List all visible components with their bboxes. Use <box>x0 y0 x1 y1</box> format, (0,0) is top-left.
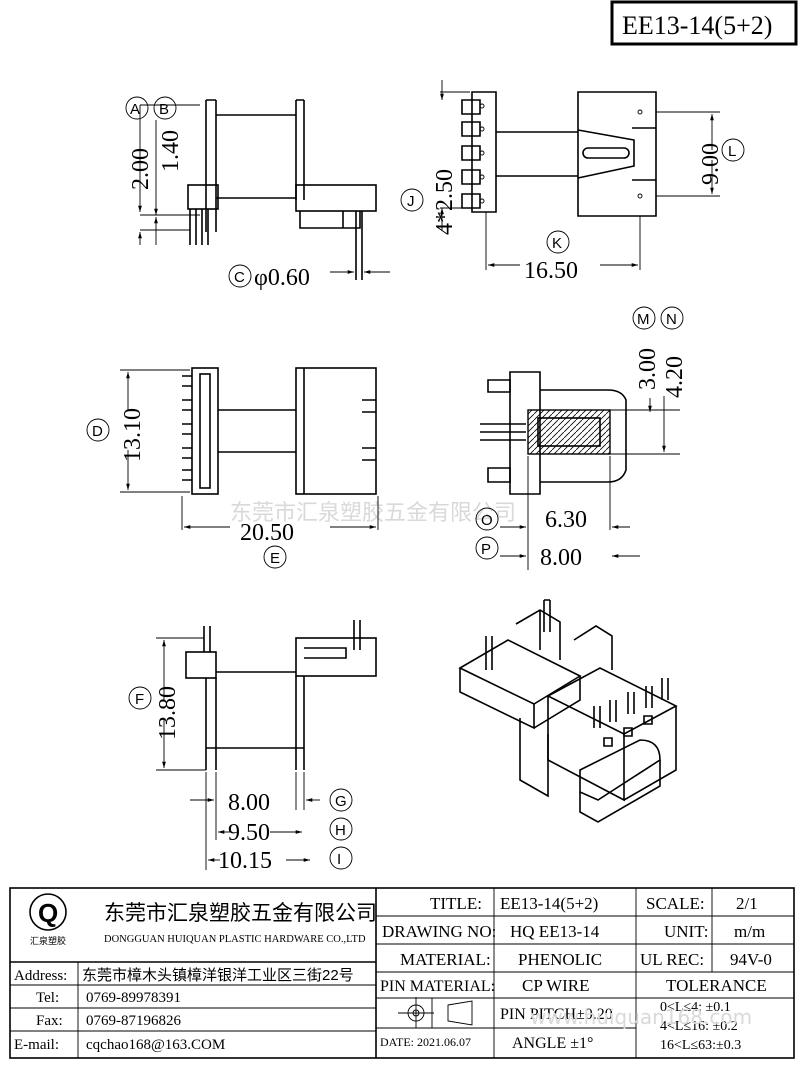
dim-c-value: φ0.60 <box>254 265 310 291</box>
scale-value: 2/1 <box>736 894 758 913</box>
dim-a-value: 2.00 <box>128 148 154 190</box>
title-value: EE13-14(5+2) <box>500 894 598 913</box>
label-b: B <box>159 101 169 118</box>
label-j: J <box>407 193 415 210</box>
pin-material-value: CP WIRE <box>522 976 590 995</box>
company-name-en: DONGGUAN HUIQUAN PLASTIC HARDWARE CO.,LT… <box>104 934 366 945</box>
watermark-company: 东莞市汇泉塑胶五金有限公司 <box>230 501 516 526</box>
projection-symbol-icon <box>398 997 473 1028</box>
label-e: E <box>270 550 280 567</box>
label-f: F <box>135 691 144 708</box>
tel-label: Tel: <box>36 990 59 1006</box>
unit-label: UNIT: <box>664 922 708 941</box>
label-p: P <box>481 541 491 558</box>
material-value: PHENOLIC <box>518 950 602 969</box>
view-isometric <box>458 599 678 823</box>
tolerance-3: 16<L≤63:±0.3 <box>660 1038 741 1053</box>
label-l: L <box>728 143 736 160</box>
title-label: TITLE: <box>430 894 482 913</box>
title-block: Q 汇泉塑胶 东莞市汇泉塑胶五金有限公司 DONGGUAN HUIQUAN PL… <box>9 887 795 1059</box>
pin-material-label: PIN MATERIAL: <box>380 978 495 995</box>
header-title: EE13-14(5+2) <box>622 11 772 40</box>
dim-j-value: 4*2.50 <box>432 169 458 235</box>
date: DATE: 2021.06.07 <box>380 1035 471 1049</box>
label-n: N <box>666 311 677 328</box>
email-value: cqchao168@163.COM <box>86 1037 225 1053</box>
tolerance-label: TOLERANCE <box>666 976 767 995</box>
dim-m-value: 3.00 <box>635 348 661 390</box>
label-i: I <box>337 851 341 868</box>
dim-l-value: 9.00 <box>698 143 724 185</box>
label-g: G <box>335 793 347 810</box>
view-side-bottom-left: 13.80 F 8.00 G 9.50 H 10.15 I <box>128 620 377 874</box>
angle: ANGLE ±1° <box>512 1035 593 1052</box>
tolerance-2: 4<L≤16: ±0.2 <box>660 1019 738 1034</box>
dim-p-value: 8.00 <box>540 545 582 571</box>
label-a: A <box>130 101 140 118</box>
pin-pitch: PIN PITCH±0.20 <box>500 1006 613 1023</box>
dim-o-value: 6.30 <box>545 507 587 533</box>
unit-value: m/m <box>734 922 765 941</box>
drawing-value: HQ EE13-14 <box>510 922 600 941</box>
tel-value: 0769-89978391 <box>86 990 181 1006</box>
dim-n-value: 4.20 <box>662 356 688 398</box>
company-name-cn: 东莞市汇泉塑胶五金有限公司 <box>104 902 377 925</box>
label-d: D <box>92 423 103 440</box>
dim-f-value: 13.80 <box>155 686 181 740</box>
logo-mark: Q <box>38 898 58 928</box>
dim-e-value: 20.50 <box>240 520 294 546</box>
dim-b-value: 1.40 <box>158 130 184 172</box>
scale-label: SCALE: <box>646 894 705 913</box>
dim-d-value: 13.10 <box>120 408 146 462</box>
label-k: K <box>552 235 562 252</box>
ul-value: 94V-0 <box>730 950 772 969</box>
dim-g-value: 8.00 <box>228 790 270 816</box>
label-o: O <box>481 512 493 529</box>
view-side-top-left: 2.00 1.40 A B C φ0.60 <box>125 96 390 291</box>
view-top-right: 4*2.50 J K 16.50 9.00 L <box>400 80 745 284</box>
dim-k-value: 16.50 <box>524 258 578 284</box>
address-label: Address: <box>14 968 67 984</box>
view-front-middle-left: 13.10 D 20.50 E <box>86 367 379 569</box>
material-label: MATERIAL: <box>400 950 491 969</box>
watermark-url: www.huiquan168.com <box>530 1005 752 1029</box>
tolerance-1: 0<L≤4: ±0.1 <box>660 1000 731 1015</box>
dim-i-value: 10.15 <box>218 848 272 874</box>
label-c: C <box>234 269 245 286</box>
header-title-box: EE13-14(5+2) <box>610 0 798 46</box>
dim-h-value: 9.50 <box>228 820 270 846</box>
label-h: H <box>335 822 346 839</box>
address-value: 东莞市樟木头镇樟洋银洋工业区三街22号 <box>82 966 354 984</box>
fax-label: Fax: <box>36 1013 63 1029</box>
email-label: E-mail: <box>14 1037 59 1053</box>
label-m: M <box>637 311 650 328</box>
fax-value: 0769-87196826 <box>86 1013 181 1029</box>
drawing-label: DRAWING NO: <box>382 922 496 941</box>
view-section-middle-right: M N 3.00 4.20 O 6.30 P 8.00 <box>475 306 688 571</box>
logo-text: 汇泉塑胶 <box>30 935 66 946</box>
ul-label: UL REC: <box>640 950 704 969</box>
